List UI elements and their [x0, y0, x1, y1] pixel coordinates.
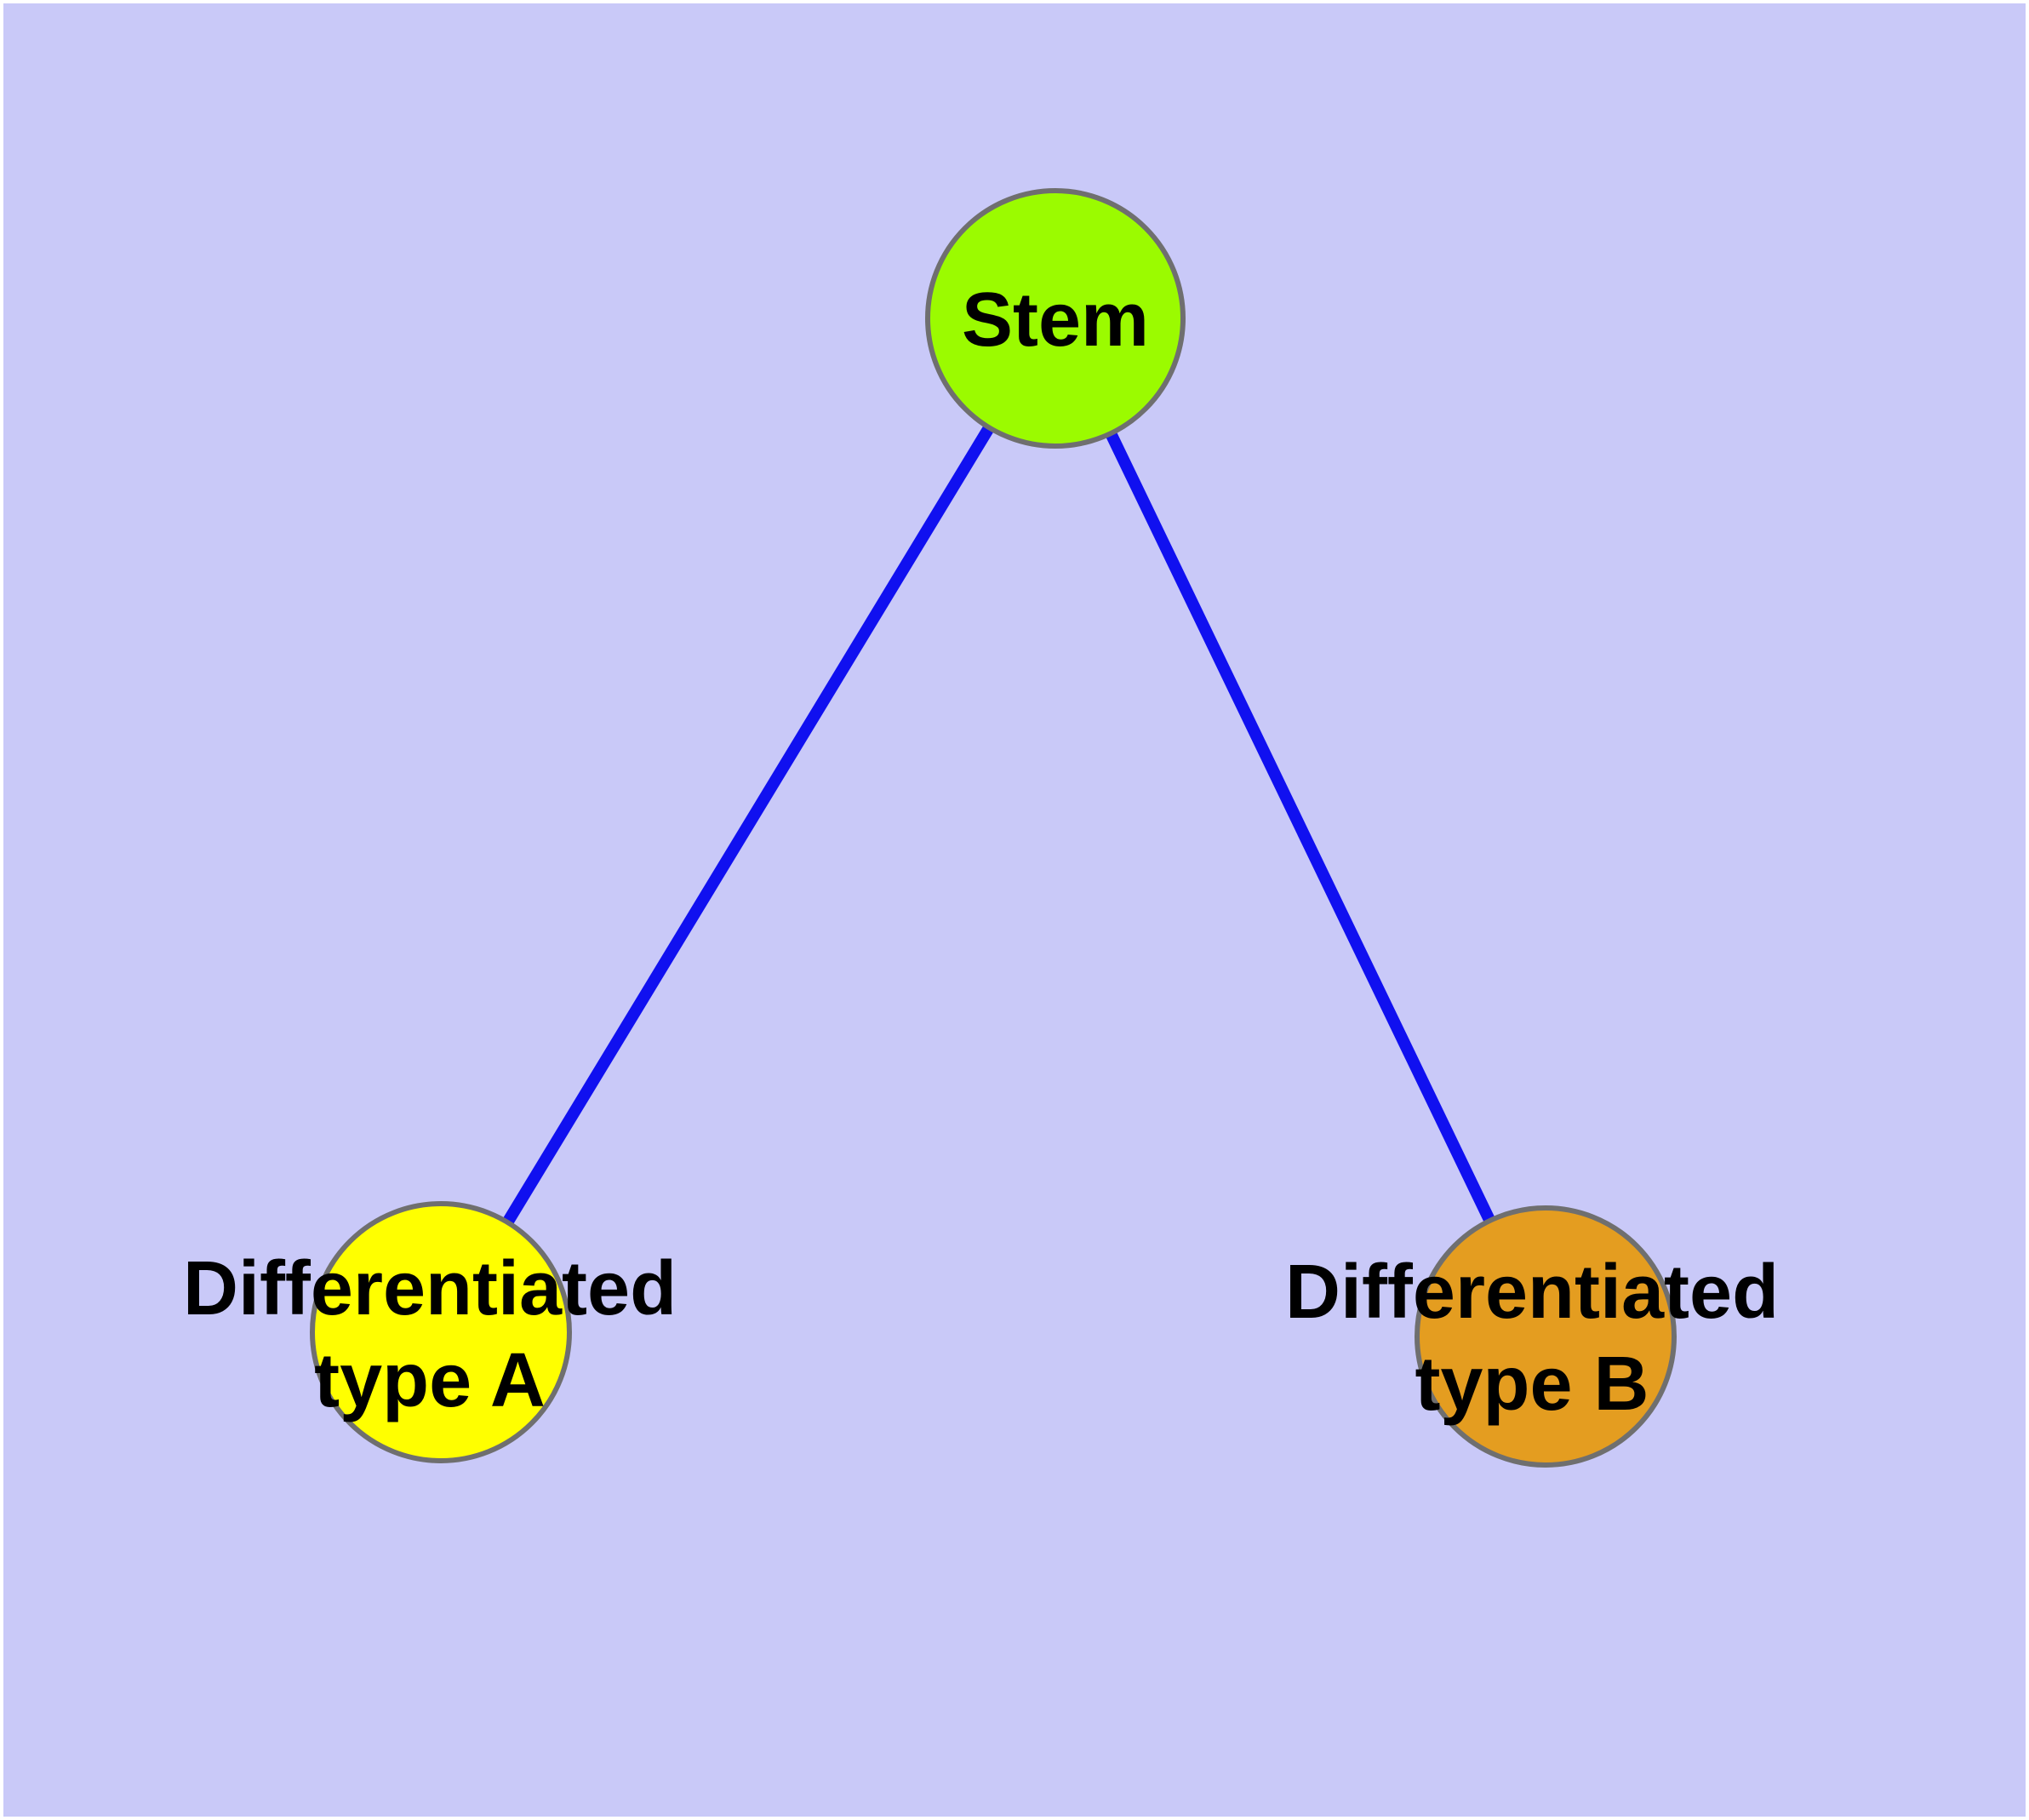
- node-type-a-circle[interactable]: [310, 1201, 572, 1463]
- node-type-b-circle[interactable]: [1415, 1205, 1677, 1468]
- edge-stem-type-a: [436, 315, 1060, 1336]
- node-stem-circle[interactable]: [925, 188, 1186, 449]
- graph-svg: [3, 3, 2026, 1817]
- edge-stem-type-b: [1049, 315, 1552, 1340]
